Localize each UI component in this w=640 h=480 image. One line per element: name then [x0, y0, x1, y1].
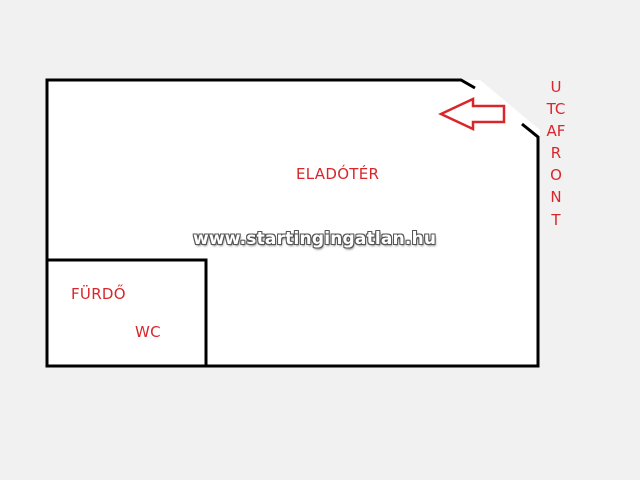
watermark: www.startingingatlan.hu — [193, 229, 437, 249]
street-front-label: UTCAFRONT — [546, 78, 566, 229]
room-label-bathroom: FÜRDŐ — [71, 285, 126, 303]
outer-wall — [45, 78, 540, 368]
bathroom-wall — [47, 258, 208, 366]
interior-fill — [47, 80, 538, 366]
room-label-wc: WC — [135, 323, 161, 341]
room-label-sales-floor: ELADÓTÉR — [296, 165, 380, 183]
arrow-left-icon — [438, 97, 506, 131]
